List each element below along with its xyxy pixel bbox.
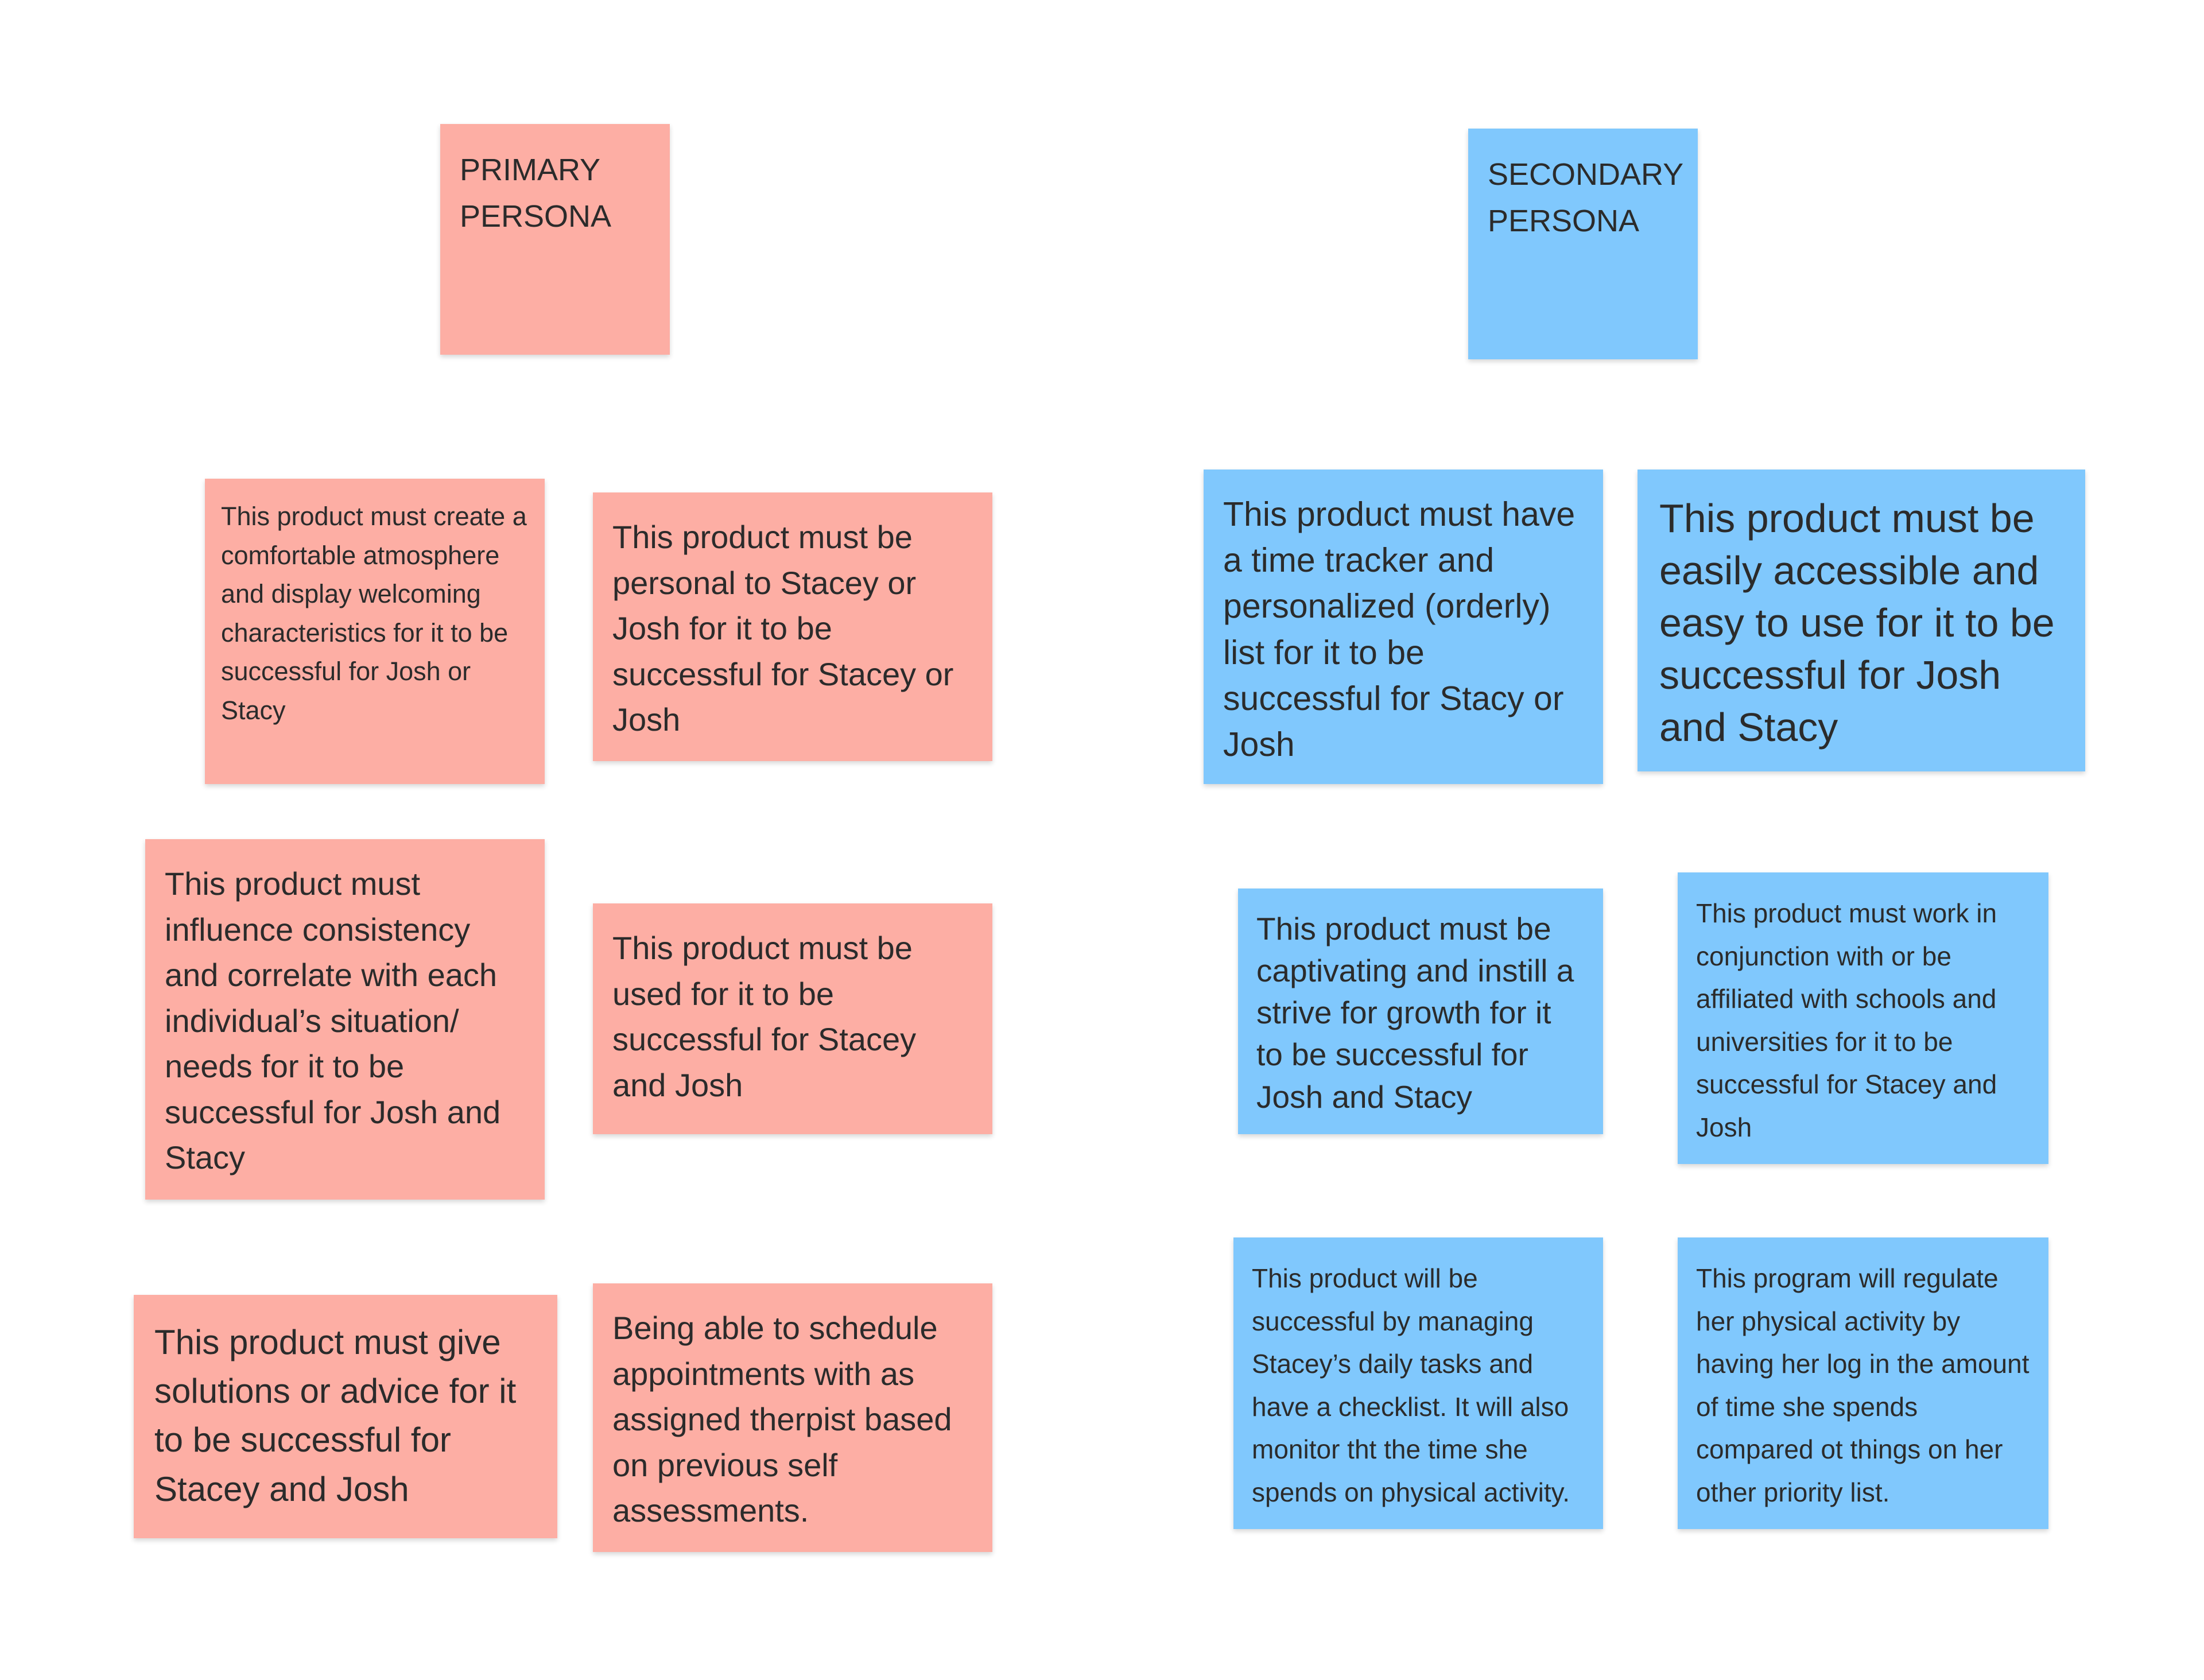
secondary-note-daily-tasks[interactable]: This product will be successful by manag… <box>1233 1237 1603 1529</box>
primary-note-appointments[interactable]: Being able to schedule appointments with… <box>593 1283 992 1552</box>
sticky-note-text: This product must be personal to Stacey … <box>612 519 954 738</box>
primary-note-solutions[interactable]: This product must give solutions or advi… <box>134 1295 557 1538</box>
sticky-note-text: This product must be used for it to be s… <box>612 930 917 1103</box>
primary-persona-label: PRIMARY PERSONA <box>460 153 612 234</box>
primary-note-used[interactable]: This product must be used for it to be s… <box>593 903 992 1134</box>
sticky-note-text: This product must create a comfortable a… <box>221 502 527 725</box>
primary-note-consistency[interactable]: This product must influence consistency … <box>145 839 545 1200</box>
secondary-note-schools[interactable]: This product must work in conjunction wi… <box>1678 872 2048 1164</box>
primary-note-personal[interactable]: This product must be personal to Stacey … <box>593 492 992 761</box>
sticky-note-text: This product must influence consistency … <box>165 866 501 1176</box>
sticky-note-text: This product will be successful by manag… <box>1252 1263 1570 1507</box>
sticky-note-text: This product must be captivating and ins… <box>1256 911 1574 1115</box>
secondary-note-accessible[interactable]: This product must be easily accessible a… <box>1638 470 2085 771</box>
sticky-note-text: This program will regulate her physical … <box>1696 1263 2030 1507</box>
sticky-note-text: This product must work in conjunction wi… <box>1696 898 1997 1142</box>
secondary-note-captivating[interactable]: This product must be captivating and ins… <box>1238 889 1603 1134</box>
secondary-note-time-tracker[interactable]: This product must have a time tracker an… <box>1204 470 1603 784</box>
sticky-note-text: Being able to schedule appointments with… <box>612 1310 952 1529</box>
sticky-note-text: This product must give solutions or advi… <box>154 1323 517 1508</box>
secondary-persona-label: SECONDARY PERSONA <box>1488 157 1683 238</box>
sticky-note-text: This product must have a time tracker an… <box>1223 495 1576 764</box>
sticky-note-text: This product must be easily accessible a… <box>1659 496 2055 750</box>
secondary-persona-header[interactable]: SECONDARY PERSONA <box>1468 129 1698 359</box>
primary-note-comfortable-atmosphere[interactable]: This product must create a comfortable a… <box>205 479 545 784</box>
secondary-note-physical-activity[interactable]: This program will regulate her physical … <box>1678 1237 2048 1529</box>
primary-persona-header[interactable]: PRIMARY PERSONA <box>440 124 670 355</box>
